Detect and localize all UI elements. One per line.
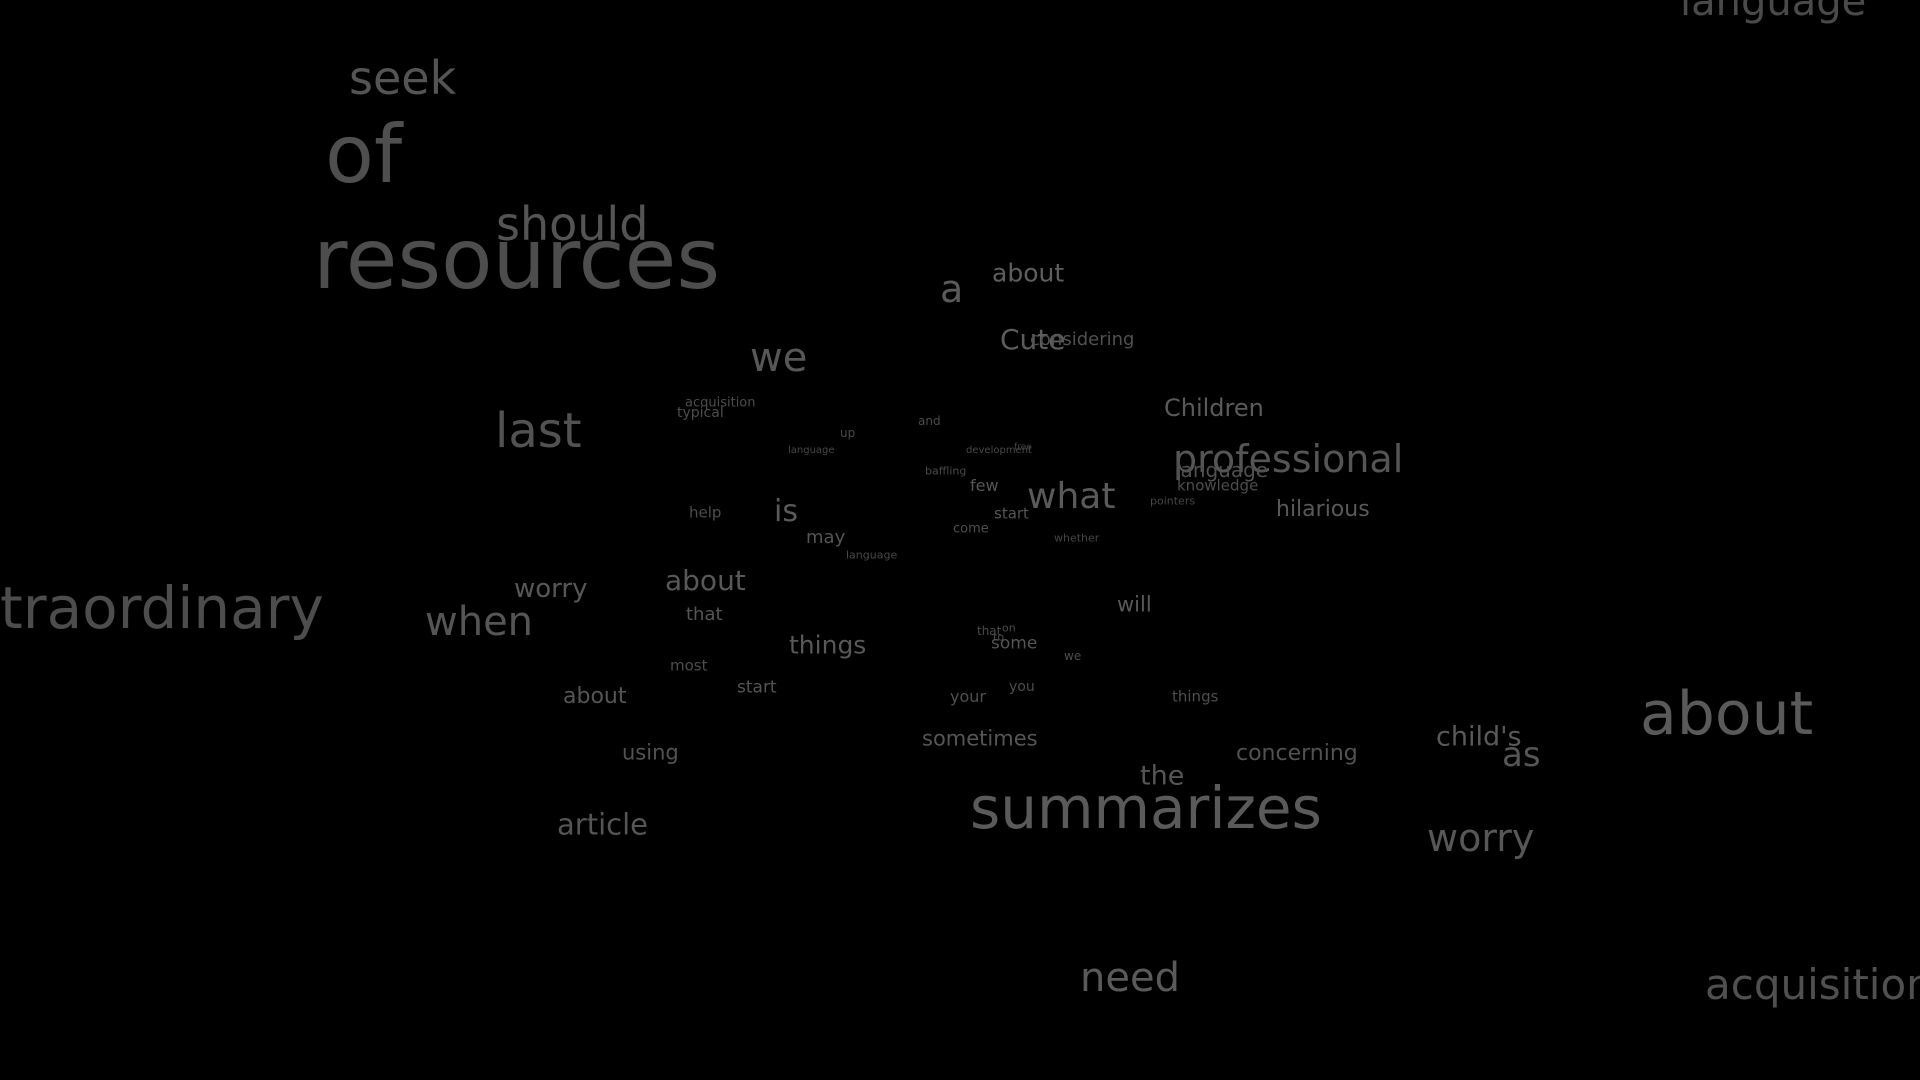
word-last: last [495,403,582,459]
word-hilarious: hilarious [1276,497,1370,522]
word-worry: worry [1427,816,1535,860]
word-is: is [774,494,798,529]
word-few: few [970,476,999,495]
word-baffling: baffling [925,464,967,478]
word-you: you [1009,679,1035,695]
word-development: development [966,445,1032,456]
word-help: help [689,503,722,522]
word-language: language [1175,458,1269,482]
word-things: things [789,630,867,660]
word-summarizes: summarizes [970,774,1322,842]
word-resources: resources [313,210,721,308]
word-will: will [1117,592,1152,617]
word-worry: worry [514,574,588,604]
word-and: and [918,414,941,428]
word-professional: professional [1173,437,1404,481]
word-acquisition: acquisition [1705,960,1920,1009]
word-considering: considering [1030,329,1135,350]
word-a: a [940,267,964,311]
word-start: start [737,677,777,698]
word-what: what [1027,476,1116,517]
word-article: article [557,807,648,842]
word-acquisition: acquisition [685,395,756,411]
word-traordinary: traordinary [0,574,324,642]
word-knowledge: knowledge [1177,476,1259,495]
word-of: of [325,108,403,201]
word-most: most [670,656,708,675]
word-start: start [994,504,1029,523]
word-the: the [1140,760,1185,792]
word-cute: Cute [1000,323,1066,356]
word-pointers: pointers [1150,494,1196,508]
word-about: about [1640,679,1814,749]
word-come: come [953,521,989,537]
word-that: that [686,604,723,625]
word-typical: typical [677,405,724,421]
word-we: we [1064,649,1082,663]
word-as: as [1502,735,1541,775]
word-on: on [1002,621,1016,635]
word-to: to [993,630,1005,644]
word-language: language [1680,0,1867,25]
word-need: need [1080,955,1180,1001]
word-should: should [496,197,649,251]
word-about: about [992,258,1065,288]
word-up: up [840,426,856,440]
word-language: language [788,445,835,456]
word-that: that [977,624,1002,638]
word-may: may [806,527,846,548]
word-when: when [425,599,534,645]
word-things: things [1172,687,1219,706]
word-childs: child's [1436,721,1522,753]
word-language: language [846,548,898,562]
word-your: your [950,687,986,706]
word-free: free [1014,442,1032,453]
word-about: about [665,564,746,597]
word-we: we [750,335,808,381]
word-seek: seek [349,51,457,105]
word-about: about [563,684,627,709]
word-whether: whether [1054,531,1100,545]
word-sometimes: sometimes [922,726,1038,751]
word-some: some [991,633,1038,654]
word-using: using [622,740,679,765]
word-concerning: concerning [1236,741,1358,766]
word-children: Children [1164,394,1264,422]
